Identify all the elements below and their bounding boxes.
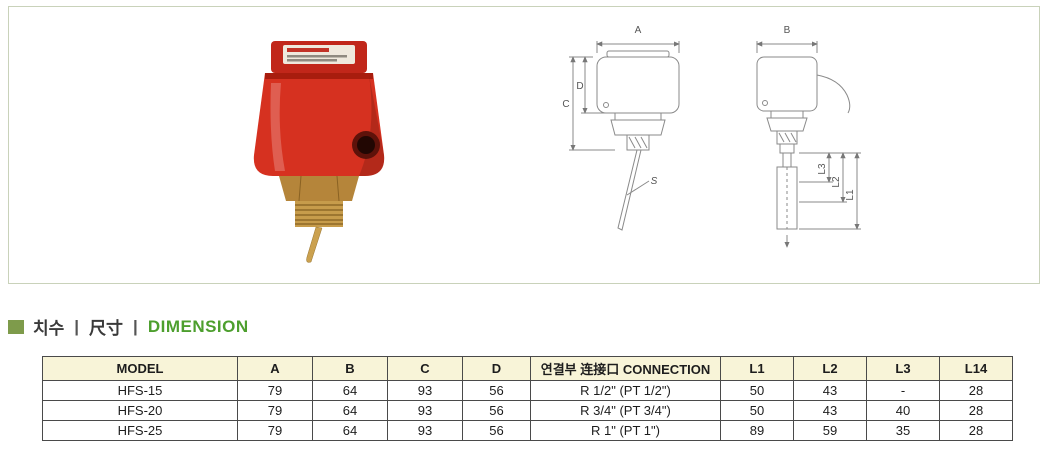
cell: 28 xyxy=(939,380,1013,401)
col-header-l1: L1 xyxy=(720,356,794,381)
cell: 56 xyxy=(462,380,531,401)
side-view-outline xyxy=(756,56,851,230)
product-photo xyxy=(253,41,385,263)
front-view-dimensions xyxy=(569,41,680,151)
heading-separator: | xyxy=(133,316,138,336)
heading-chinese: 尺寸 xyxy=(89,319,124,338)
section-heading: 치수 | 尺寸 | DIMENSION xyxy=(8,314,249,339)
cell-model: HFS-25 xyxy=(42,420,238,441)
product-figure-panel: A B C D S L3 L2 L1 xyxy=(8,6,1040,284)
dimension-drawing: A B C D S L3 L2 L1 xyxy=(562,25,861,248)
col-header-d: D xyxy=(462,356,531,381)
col-header-connection: 연결부 连接口 CONNECTION xyxy=(530,356,721,381)
paddle xyxy=(306,226,323,263)
flow-switch-device xyxy=(253,41,385,263)
front-view-outline xyxy=(596,50,680,231)
cell-connection: R 1" (PT 1") xyxy=(530,420,721,441)
cell: 59 xyxy=(793,420,867,441)
cell: 79 xyxy=(237,400,313,421)
dim-label-d: D xyxy=(576,81,583,92)
cell: 93 xyxy=(387,420,463,441)
side-view-dimensions xyxy=(756,41,861,248)
col-header-l14: L14 xyxy=(939,356,1013,381)
cell: 64 xyxy=(312,400,388,421)
dim-label-l1: L1 xyxy=(845,189,856,201)
cell: 50 xyxy=(720,400,794,421)
heading-korean: 치수 xyxy=(33,319,65,338)
cell: 56 xyxy=(462,400,531,421)
cell: 35 xyxy=(866,420,940,441)
cell: 64 xyxy=(312,380,388,401)
table-row: HFS-20 79 64 93 56 R 3/4" (PT 3/4") 50 4… xyxy=(42,400,1013,421)
device-body xyxy=(253,73,385,176)
table-row: HFS-25 79 64 93 56 R 1" (PT 1") 89 59 35… xyxy=(42,420,1013,441)
cell: 93 xyxy=(387,380,463,401)
heading-bullet-icon xyxy=(8,319,24,334)
cell: 93 xyxy=(387,400,463,421)
col-header-c: C xyxy=(387,356,463,381)
cell-model: HFS-20 xyxy=(42,400,238,421)
cell: 64 xyxy=(312,420,388,441)
dim-label-l3: L3 xyxy=(817,163,828,175)
cell: 56 xyxy=(462,420,531,441)
cell-connection: R 1/2" (PT 1/2") xyxy=(530,380,721,401)
col-header-model: MODEL xyxy=(42,356,238,381)
dimension-table: MODEL A B C D 연결부 连接口 CONNECTION L1 L2 L… xyxy=(42,356,1013,441)
cell-connection: R 3/4" (PT 3/4") xyxy=(530,400,721,421)
dim-label-l2: L2 xyxy=(831,176,842,188)
cell-model: HFS-15 xyxy=(42,380,238,401)
heading-separator: | xyxy=(74,316,80,336)
cell: 40 xyxy=(866,400,940,421)
cell: 50 xyxy=(720,380,794,401)
cell: 43 xyxy=(793,380,867,401)
cell: 79 xyxy=(237,420,313,441)
col-header-l2: L2 xyxy=(793,356,867,381)
table-header-row: MODEL A B C D 연결부 连接口 CONNECTION L1 L2 L… xyxy=(42,356,1013,381)
dim-label-s: S xyxy=(651,176,658,187)
cell: 28 xyxy=(939,400,1013,421)
dim-label-a: A xyxy=(635,25,642,36)
col-header-l3: L3 xyxy=(866,356,940,381)
cell: - xyxy=(866,380,940,401)
col-header-b: B xyxy=(312,356,388,381)
dim-label-b: B xyxy=(784,25,791,36)
cell: 43 xyxy=(793,400,867,421)
heading-english: DIMENSION xyxy=(147,316,249,336)
col-header-a: A xyxy=(237,356,313,381)
table-row: HFS-15 79 64 93 56 R 1/2" (PT 1/2") 50 4… xyxy=(42,380,1013,401)
cell: 79 xyxy=(237,380,313,401)
cell: 89 xyxy=(720,420,794,441)
cell: 28 xyxy=(939,420,1013,441)
brass-hex-nut xyxy=(279,176,359,201)
dim-label-c: C xyxy=(562,99,569,110)
